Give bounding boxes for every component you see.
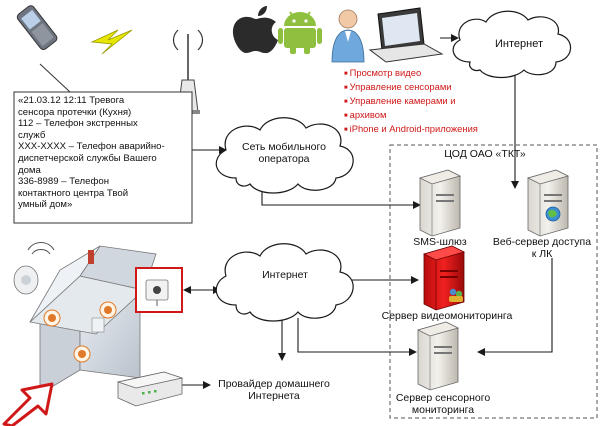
- sensor-server-label-line2: мониторинга: [411, 404, 475, 416]
- arrow-icon: [2, 382, 54, 426]
- apple-icon: [232, 6, 278, 54]
- smoke-detector-icon: [13, 241, 55, 295]
- router-icon: [116, 371, 184, 407]
- isp-label: Провайдер домашнего Интернета: [212, 378, 336, 402]
- android-icon: [278, 11, 322, 54]
- mobile-network-label-line1: Сеть мобильного: [242, 141, 326, 153]
- internet-top-cloud: [452, 10, 572, 79]
- data-center-frame: [389, 144, 598, 419]
- sms-line: 112 – Телефон экстренных: [18, 118, 138, 130]
- sms-line: дома: [18, 164, 41, 176]
- feature-item: архивом: [350, 109, 478, 123]
- feature-item: Управление сенсорами: [350, 81, 478, 95]
- isp-label-line1: Провайдер домашнего: [218, 378, 330, 390]
- internet-top-label: Интернет: [495, 38, 543, 50]
- mobile-network-label-line2: оператора: [258, 153, 310, 165]
- internet-mid-label: Интернет: [262, 269, 308, 281]
- sms-line: контактного центра Твой: [18, 187, 129, 199]
- mobile-phone-icon: [16, 5, 58, 50]
- camera-icon[interactable]: [135, 267, 183, 313]
- feature-item: iPhone и Android-приложения: [350, 123, 478, 137]
- users-badge-icon: [449, 288, 463, 302]
- sms-line: диспетчерской службы Вашего: [18, 152, 157, 164]
- sms-line: служб: [18, 129, 46, 141]
- sms-line: сенсора протечки (Кухня): [18, 106, 132, 118]
- sensor-server-label-line1: Сервер сенсорного: [395, 392, 491, 404]
- mobile-network-label: Сеть мобильного оператора: [236, 141, 332, 165]
- isp-label-line2: Интернета: [248, 390, 300, 402]
- feature-item: Управление камерами и: [350, 95, 478, 109]
- mobile-network-cloud: [215, 117, 354, 194]
- video-server-label: Сервер видеомониторинга: [381, 310, 513, 322]
- features-list: Просмотр видео Управление сенсорами Упра…: [342, 67, 478, 137]
- sms-gateway-server-icon: [418, 169, 462, 237]
- sms-line: 336-8989 – Телефон: [18, 176, 110, 188]
- globe-icon: [545, 206, 561, 222]
- signal-bolt-icon: [90, 29, 133, 55]
- laptop-icon: [368, 7, 444, 63]
- internet-mid-cloud: [215, 243, 354, 322]
- data-center-label: ЦОД ОАО «ТКТ»: [444, 148, 526, 160]
- sms-message: «21.03.12 12:11 Тревога сенсора протечки…: [18, 95, 192, 211]
- sms-line: ХХХ-ХХХХ – Телефон аварийно-: [18, 141, 165, 153]
- sms-line: «21.03.12 12:11 Тревога: [18, 95, 125, 106]
- feature-item: Просмотр видео: [350, 67, 478, 81]
- web-server-label-line1: Веб-сервер доступа: [492, 236, 592, 248]
- sensor-dot-icons: [43, 301, 117, 363]
- sms-box: [13, 63, 193, 224]
- sms-line: умный дом»: [18, 199, 73, 211]
- sensor-server-label: Сервер сенсорного мониторинга: [388, 392, 498, 416]
- web-server-label-line2: к ЛК: [531, 248, 553, 260]
- user-icon: [331, 9, 365, 63]
- sensor-server-icon: [416, 321, 460, 391]
- web-server-label: Веб-сервер доступа к ЛК: [488, 236, 596, 260]
- web-server-icon: [526, 169, 570, 237]
- sms-gateway-label: SMS-шлюз: [413, 236, 467, 248]
